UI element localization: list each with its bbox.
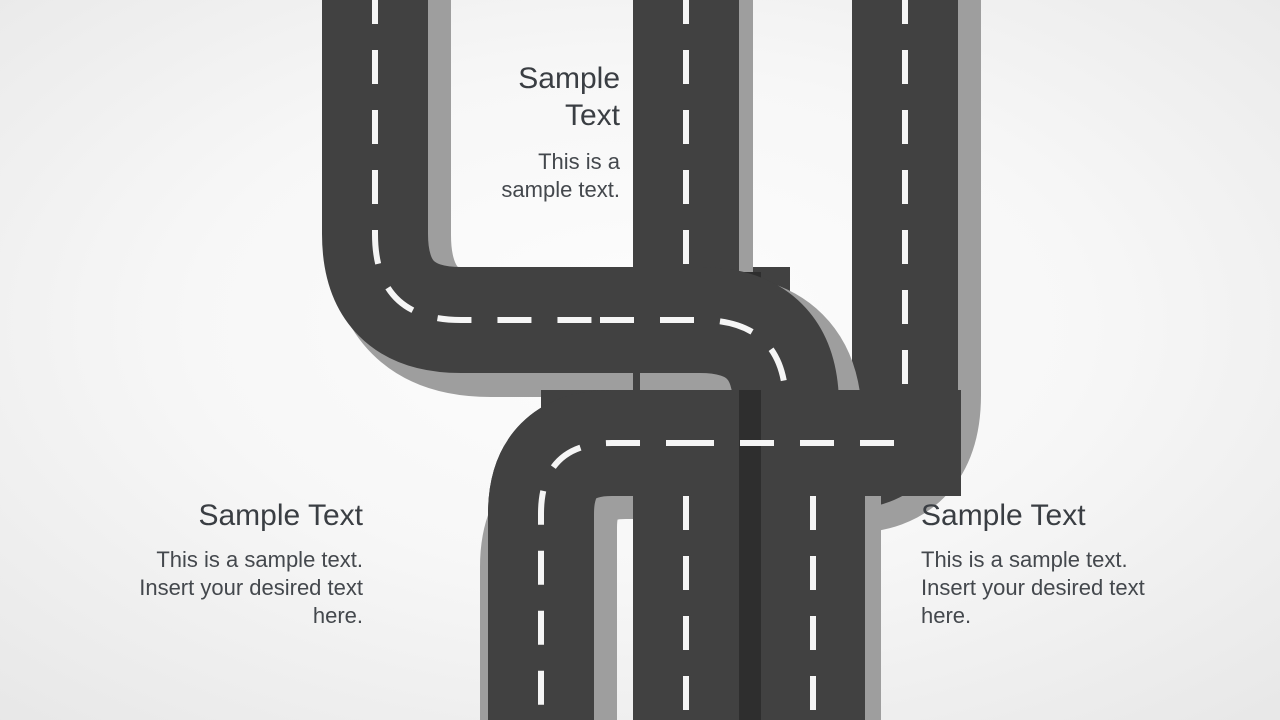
callout-top: Sample Text This is a sample text. [448, 60, 620, 204]
callout-top-body: This is a sample text. [501, 149, 620, 202]
callout-left: Sample Text This is a sample text. Inser… [95, 497, 363, 630]
road-center-lower-overpass-shadow [739, 496, 761, 720]
road-center-lower [633, 496, 761, 720]
road-center-shadow-top [738, 0, 753, 276]
road-bottom-left-top-lane-markings [538, 440, 700, 720]
callout-left-title: Sample Text [198, 499, 363, 532]
road-right-lower-leg-shadow [865, 496, 881, 720]
road-left-lane-markings [372, 0, 790, 323]
road-bottom-left-top [480, 390, 700, 720]
road-left [322, 0, 790, 397]
callout-right: Sample Text This is a sample text. Inser… [921, 497, 1191, 630]
callout-right-title: Sample Text [921, 499, 1086, 532]
road-right-lower-leg [761, 496, 881, 720]
callout-top-title: Sample Text [518, 62, 620, 132]
callout-right-body: This is a sample text. Insert your desir… [921, 547, 1145, 628]
callout-left-body: This is a sample text. Insert your desir… [139, 547, 363, 628]
